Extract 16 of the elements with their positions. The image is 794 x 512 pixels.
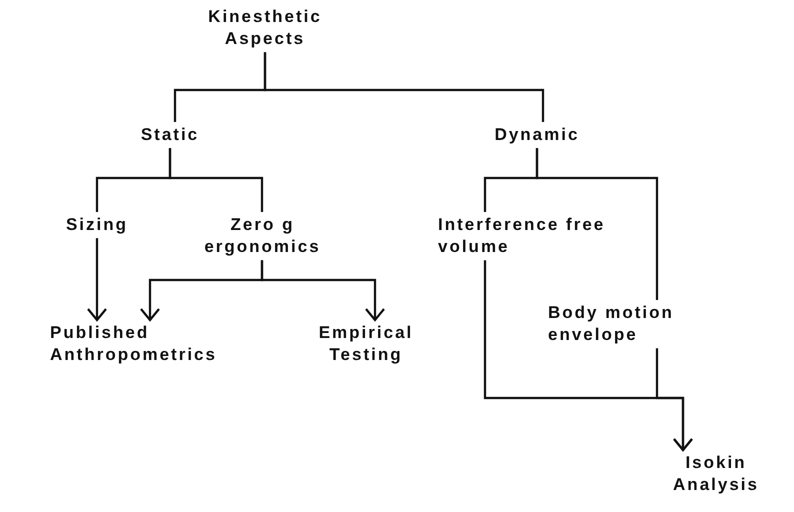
arrow (86, 238, 108, 322)
node-label: Sizing (52, 214, 142, 236)
node-label: Kinesthetic Aspects (185, 6, 345, 50)
node-label: Published Anthropometrics (50, 322, 280, 366)
connector-line (536, 148, 658, 300)
node-label: Zero g ergonomics (190, 214, 335, 258)
connector-line (264, 52, 544, 122)
node-label: Static (125, 124, 215, 146)
connector-line (168, 148, 264, 212)
node-label: Isokin Analysis (660, 452, 772, 496)
node-label: Empirical Testing (296, 322, 436, 366)
node-label: Body motion envelope (548, 302, 748, 346)
node-label: Interference free volume (438, 214, 638, 258)
arrow (656, 348, 694, 452)
node-label: Dynamic (482, 124, 592, 146)
arrow (260, 260, 386, 322)
